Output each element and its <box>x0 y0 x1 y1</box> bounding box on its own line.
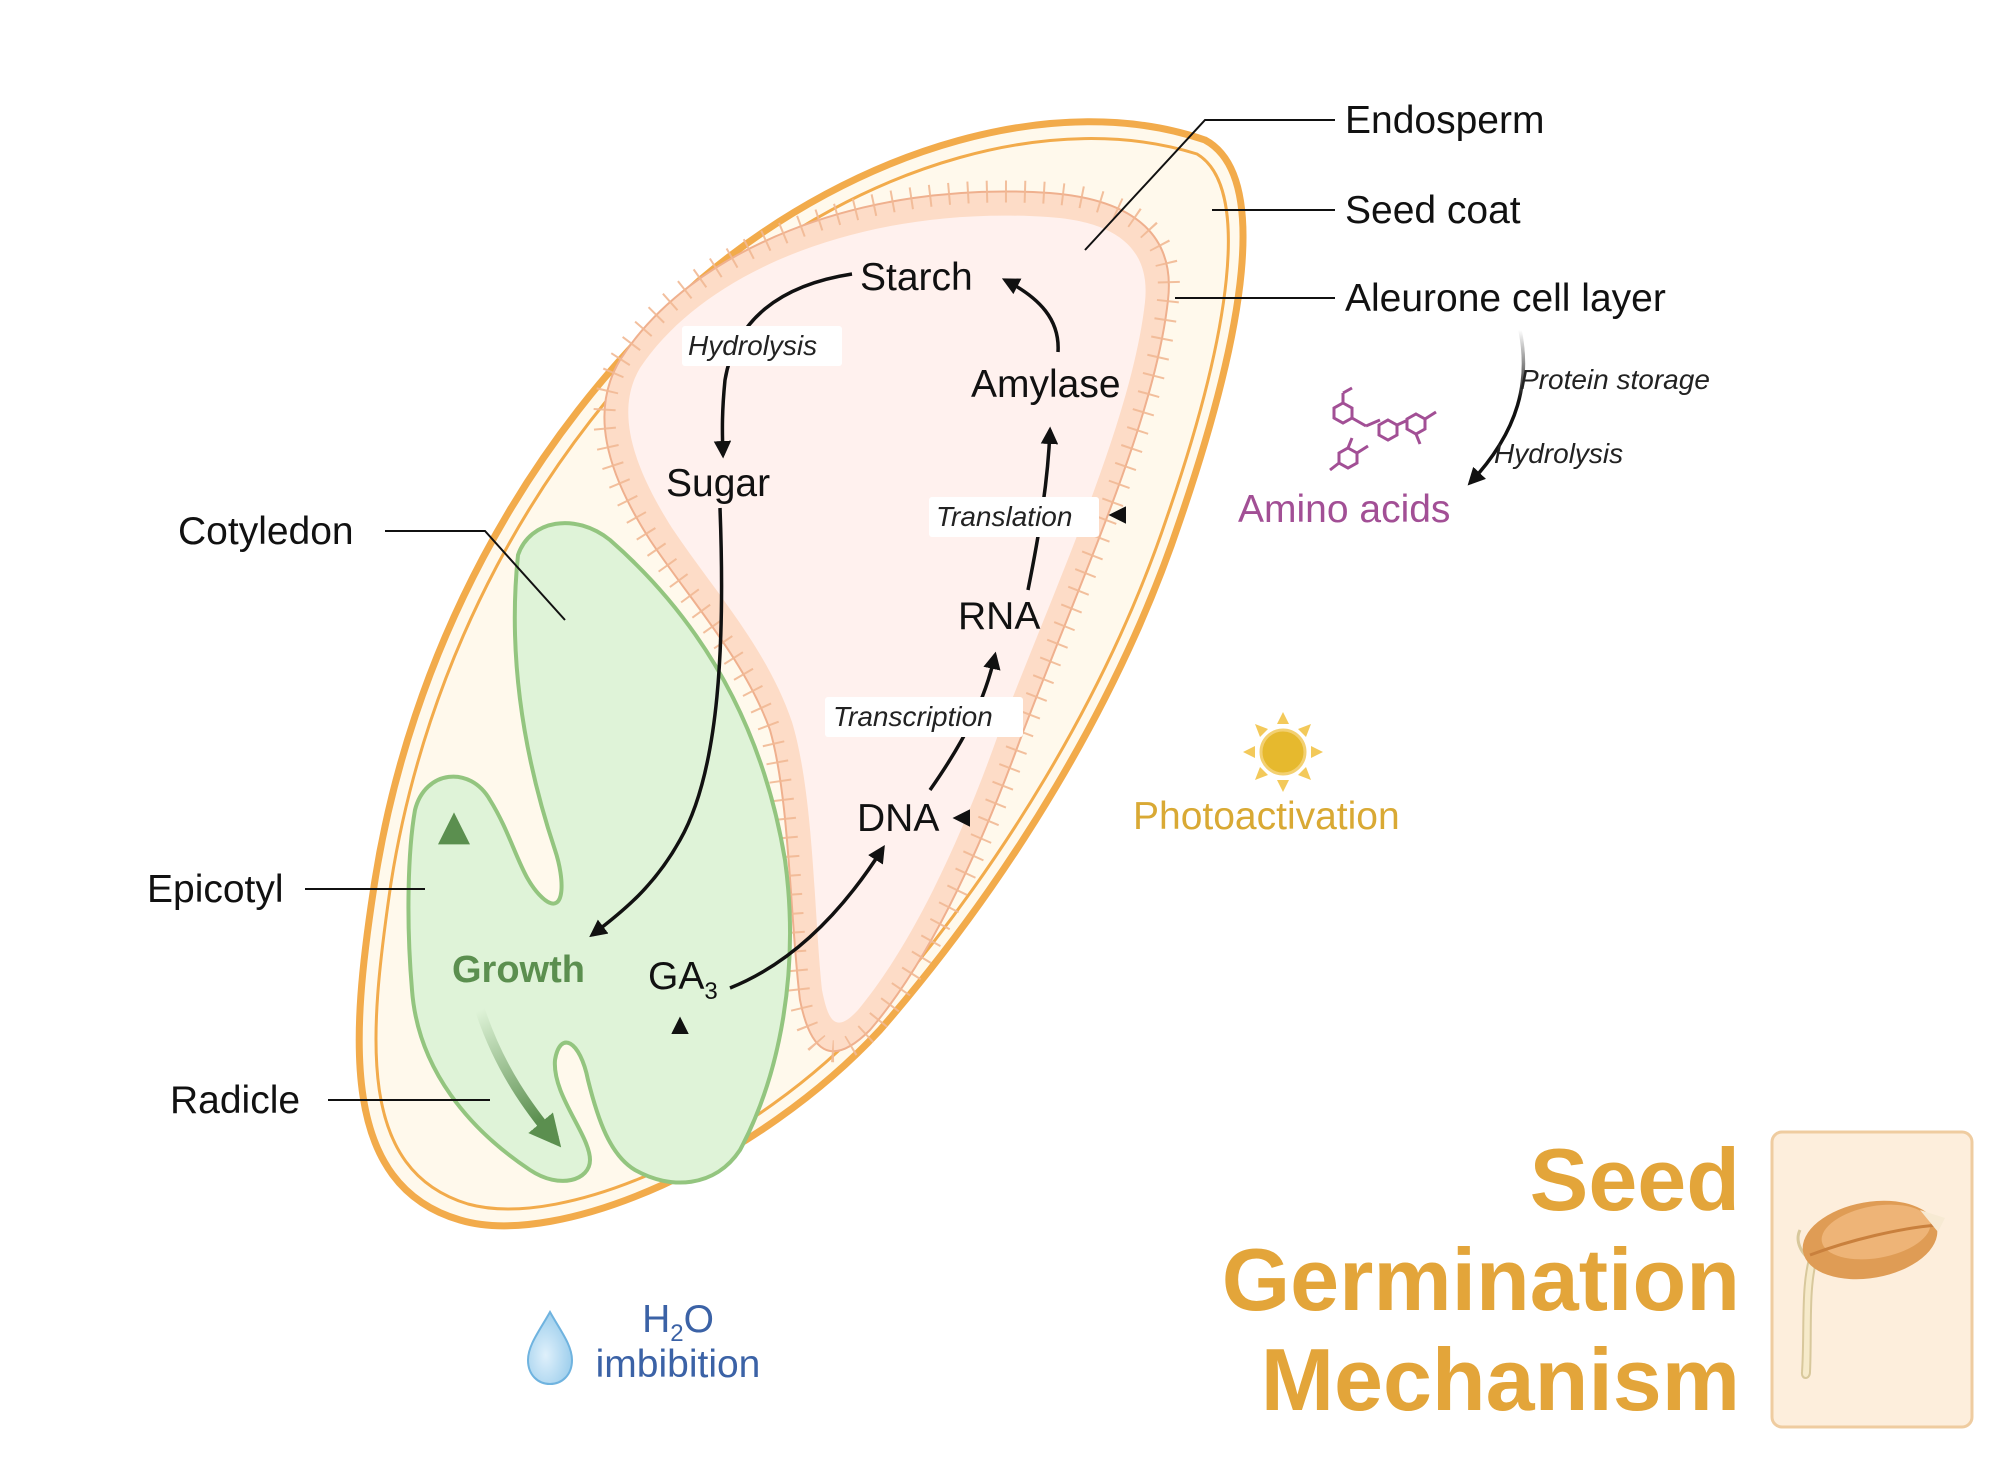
dna-label: DNA <box>857 797 939 840</box>
amylase-label: Amylase <box>971 363 1121 406</box>
water-drop-icon <box>526 1309 574 1386</box>
aleurone-label: Aleurone cell layer <box>1345 277 1666 320</box>
endosperm-label: Endosperm <box>1345 99 1544 142</box>
protein-storage-label: Protein storage <box>1520 364 1710 395</box>
title-line-2: Germination <box>1222 1230 1740 1329</box>
hydrolysis-starch-label: Hydrolysis <box>688 330 817 361</box>
epicotyl-label: Epicotyl <box>147 868 284 911</box>
radicle-label: Radicle <box>170 1079 300 1122</box>
label-leader-lines <box>305 119 1335 1101</box>
imbibition-label: imbibition <box>596 1343 761 1386</box>
amino-acid-molecule-icon <box>1329 386 1437 472</box>
photoactivation-label: Photoactivation <box>1133 795 1400 838</box>
arrow-ga3-to-dna <box>729 845 885 990</box>
translation-label: Translation <box>936 501 1072 532</box>
endosperm <box>628 215 1146 1023</box>
seed-coat-label: Seed coat <box>1345 189 1521 232</box>
amino-acids-label: Amino acids <box>1238 488 1450 531</box>
cotyledon-label: Cotyledon <box>178 510 354 553</box>
arrow-amylase-to-starch <box>1001 278 1060 353</box>
water-label: H2O <box>642 1298 714 1347</box>
process-boxes <box>682 326 1099 737</box>
rna-label: RNA <box>958 595 1040 638</box>
title-icon-box <box>1770 1130 1974 1429</box>
arrow-protein-hydrolysis <box>1467 329 1526 486</box>
transcription-label: Transcription <box>833 701 993 732</box>
growth-label: Growth <box>452 949 585 991</box>
ga3-label: GA3 <box>648 955 718 1005</box>
hydrolysis-protein-label: Hydrolysis <box>1494 438 1623 469</box>
seed-sprout-icon <box>1796 1200 1945 1379</box>
arrow-sugar-to-growth <box>589 507 724 938</box>
sun-icon <box>1243 712 1323 792</box>
title-line-1: Seed <box>1530 1130 1740 1229</box>
sugar-label: Sugar <box>666 462 770 505</box>
starch-label: Starch <box>860 256 973 299</box>
title-line-3: Mechanism <box>1261 1330 1740 1429</box>
growth-arrow-down <box>475 1008 562 1148</box>
embryo <box>406 521 792 1185</box>
pathway-arrows <box>589 272 1526 1253</box>
